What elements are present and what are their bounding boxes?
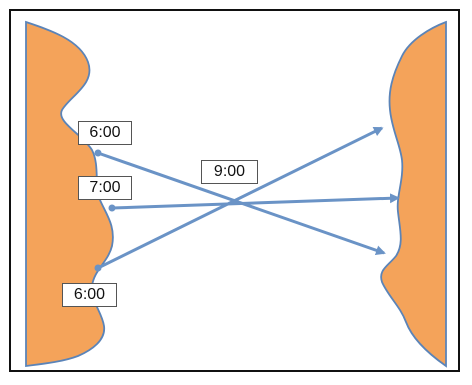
time-label-left-top: 6:00 <box>78 121 132 145</box>
left-landmass <box>25 20 114 368</box>
time-label-left-bottom: 6:00 <box>62 283 117 307</box>
time-label-center: 9:00 <box>201 160 258 184</box>
right-landmass <box>380 20 447 368</box>
start-point-bottom <box>94 264 102 272</box>
start-point-middle <box>108 204 116 212</box>
arrow-bottom-left-to-top-right <box>97 126 384 270</box>
start-point-top <box>94 149 102 157</box>
arrow-middle-left-to-middle-right <box>111 193 400 210</box>
time-label-left-middle: 7:00 <box>78 176 132 200</box>
